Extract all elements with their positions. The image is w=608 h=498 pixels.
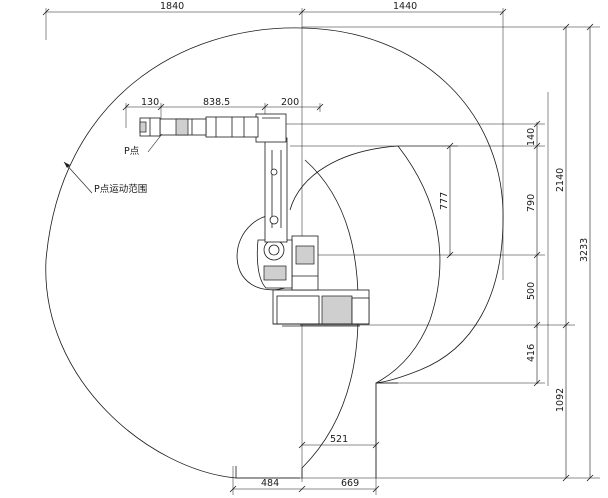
robot-arm [139,113,370,327]
dim-1840: 1840 [160,1,184,12]
robot-lower-arm [264,137,288,243]
outer-envelope-right [301,27,504,371]
dim-669: 669 [341,478,359,489]
dimension-ticks [42,8,594,493]
dim-838-5: 838.5 [203,97,230,108]
label-p-range: P点运动范围 [94,183,147,195]
lower-envelope [375,369,421,478]
dim-484: 484 [261,478,279,489]
dim-1440: 1440 [393,1,417,12]
motion-envelope [45,27,504,479]
dim-416: 416 [526,344,537,362]
dimension-lines [46,11,591,490]
outer-envelope-curve [45,27,303,479]
dim-130: 130 [141,97,159,108]
extension-lines [45,8,600,495]
dim-521: 521 [330,434,348,445]
dim-3233: 3233 [579,238,590,262]
annotation-leaders [63,133,163,194]
dim-500: 500 [526,282,537,300]
inner-envelope-large [289,145,441,384]
dim-1092: 1092 [555,388,566,412]
robot-elbow [255,113,287,143]
dim-777: 777 [439,192,450,210]
label-p-point: P点 [124,146,140,157]
dim-2140: 2140 [555,168,566,192]
dim-790: 790 [526,194,537,212]
dim-140: 140 [526,128,537,146]
inner-circle [236,214,286,291]
dim-200: 200 [281,97,299,108]
